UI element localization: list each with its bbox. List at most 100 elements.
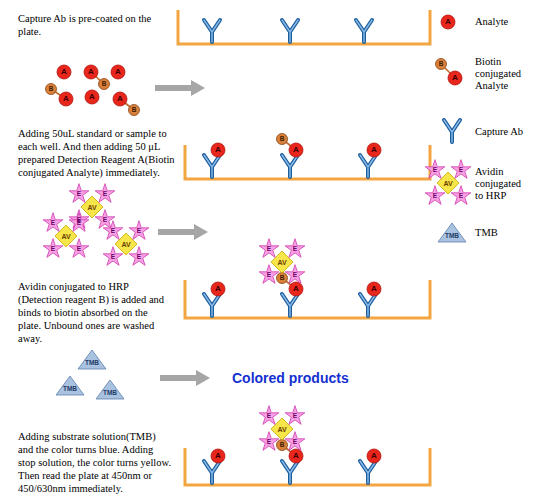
well-plate	[185, 448, 430, 485]
analyte-symbol	[113, 92, 127, 106]
symbol-letter: AV	[121, 241, 130, 248]
symbol-letter: A	[371, 452, 377, 460]
symbol-letter: B	[439, 61, 444, 68]
symbol-letter: B	[132, 107, 137, 114]
hrp-symbol	[285, 239, 305, 258]
symbol-letter: E	[103, 191, 107, 198]
step-text: Adding substrate solution(TMB) and the c…	[18, 430, 173, 495]
hrp-symbol	[451, 160, 471, 179]
hrp-symbol	[69, 239, 89, 258]
symbol-letter: E	[77, 220, 81, 227]
symbol-letter: E	[267, 272, 271, 279]
symbol-letter: A	[371, 146, 377, 154]
symbol-letter: AV	[277, 259, 286, 266]
hrp-symbol	[69, 184, 89, 203]
well-plate	[185, 280, 430, 318]
analyte-symbol	[367, 282, 381, 296]
step-text: Capture Ab is pre-coated on the plate.	[18, 12, 168, 38]
capture-antibody	[204, 461, 220, 483]
analyte-symbol	[57, 65, 71, 79]
symbol-letter: TMB	[63, 386, 77, 393]
tmb-symbol	[78, 350, 106, 369]
analyte-symbol	[111, 65, 125, 79]
hrp-symbol	[259, 265, 279, 284]
symbol-letter: E	[51, 246, 55, 253]
symbol-letter: E	[77, 246, 81, 253]
result-label: Colored products	[232, 370, 349, 386]
symbol-letter: E	[267, 439, 271, 446]
symbol-letter: A	[293, 146, 299, 154]
capture-antibody	[204, 20, 220, 42]
symbol-letter: E	[111, 254, 115, 261]
legend-label: TMB	[475, 227, 537, 239]
symbol-letter: TMB	[85, 360, 99, 367]
hrp-symbol	[103, 247, 123, 266]
biotin-symbol	[99, 79, 110, 90]
legend-antibody-sample	[444, 120, 460, 142]
symbol-letter: E	[137, 228, 141, 235]
hrp-symbol	[451, 186, 471, 205]
symbol-letter: E	[137, 254, 141, 261]
analyte-symbol	[211, 282, 225, 296]
hrp-symbol	[129, 247, 149, 266]
symbol-letter: E	[459, 167, 463, 174]
analyte-symbol	[84, 65, 98, 79]
hrp-symbol	[425, 160, 445, 179]
symbol-letter: B	[280, 136, 285, 143]
hrp-symbol	[43, 239, 63, 258]
capture-antibody	[282, 155, 298, 177]
symbol-letter: E	[433, 167, 437, 174]
capture-antibody	[282, 20, 298, 42]
step-arrow	[155, 80, 205, 96]
analyte-symbol	[289, 449, 303, 463]
step-text: Adding 50uL standard or sample to each w…	[18, 127, 176, 179]
symbol-letter: E	[77, 191, 81, 198]
capture-antibody	[360, 461, 376, 483]
hrp-symbol	[285, 265, 305, 284]
hrp-symbol	[285, 432, 305, 451]
tmb-symbol	[96, 380, 124, 399]
step-arrow	[158, 224, 208, 240]
symbol-letter: E	[433, 193, 437, 200]
hrp-symbol	[259, 239, 279, 258]
symbol-letter: E	[293, 413, 297, 420]
hrp-symbol	[95, 184, 115, 203]
biotin-symbol	[277, 440, 288, 451]
step-arrow	[160, 370, 210, 386]
symbol-letter: AV	[61, 233, 70, 240]
legend-label: Biotin conjugated Analyte	[475, 56, 530, 92]
biotin-symbol	[436, 59, 447, 70]
symbol-letter: TMB	[445, 233, 459, 240]
hrp-symbol	[129, 221, 149, 240]
symbol-letter: A	[452, 74, 458, 82]
symbol-letter: A	[215, 146, 221, 154]
hrp-symbol	[259, 406, 279, 425]
biotin-symbol	[129, 105, 140, 116]
hrp-symbol	[103, 221, 123, 240]
symbol-letter: B	[280, 442, 285, 449]
symbol-letter: A	[63, 95, 69, 103]
capture-antibody	[204, 155, 220, 177]
analyte-symbol	[448, 71, 462, 85]
legend-label: Capture Ab	[475, 126, 537, 138]
legend-label: Avidin conjugated to HRP	[475, 166, 530, 202]
hrp-symbol	[69, 213, 89, 232]
symbol-letter: A	[215, 285, 221, 293]
biotin-symbol	[277, 134, 288, 145]
biotin-symbol	[46, 84, 57, 95]
analyte-symbol	[211, 143, 225, 157]
symbol-letter: AV	[443, 180, 452, 187]
symbol-letter: A	[117, 95, 123, 103]
well-plate	[178, 10, 430, 44]
symbol-letter: A	[445, 18, 451, 26]
analyte-symbol	[85, 90, 99, 104]
symbol-letter: B	[49, 86, 54, 93]
symbol-letter: A	[293, 452, 299, 460]
capture-antibody	[282, 461, 298, 483]
symbol-letter: A	[89, 93, 95, 101]
symbol-letter: AV	[87, 204, 96, 211]
symbol-letter: E	[459, 193, 463, 200]
hrp-symbol	[43, 213, 63, 232]
